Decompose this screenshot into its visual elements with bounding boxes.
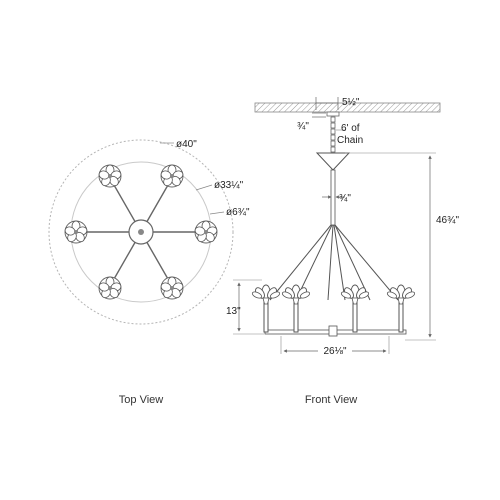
top-flower-6 xyxy=(159,276,185,300)
dim-stem-label: ¾" xyxy=(339,193,351,204)
dim-spread-label: 26⅛" xyxy=(323,346,346,357)
center-hub-inner xyxy=(138,229,144,235)
dim-overall-height-label: 46¾" xyxy=(436,215,459,226)
top-flower-1 xyxy=(97,164,123,188)
leader-arm-circle xyxy=(195,184,213,191)
dim-outer-label: ø40" xyxy=(176,139,197,150)
top-flower-3 xyxy=(63,220,89,244)
stem xyxy=(330,169,336,226)
canopy xyxy=(326,111,340,117)
top-flower-2 xyxy=(159,164,185,188)
top-view: ø40" ø33¼" ø6¾" Top View xyxy=(48,139,250,406)
chain xyxy=(330,116,336,153)
base-hub xyxy=(328,325,338,337)
dim-cup-label: ø6¾" xyxy=(226,207,250,218)
dim-arm-height-label: 13" xyxy=(226,306,241,317)
front-view: 5½" ¾" 6' of Chain ¾" 46¾" 13" 26⅛" Fron… xyxy=(226,97,459,406)
front-view-caption: Front View xyxy=(305,394,357,406)
front-flower-2 xyxy=(280,284,312,305)
ceiling xyxy=(254,102,441,113)
front-flower-4 xyxy=(385,284,417,305)
front-flower-3 xyxy=(339,284,371,305)
dim-canopy-label: 5½" xyxy=(342,97,360,108)
chain-label-line2: Chain xyxy=(337,135,363,146)
hood xyxy=(315,152,351,171)
support-rods xyxy=(269,224,399,301)
front-flower-1 xyxy=(250,284,282,305)
leader-cup xyxy=(209,211,225,215)
top-view-caption: Top View xyxy=(119,394,163,406)
top-flower-4 xyxy=(193,220,219,244)
dim-arm-circle-label: ø33¼" xyxy=(214,179,244,191)
outer-dashed-circle xyxy=(48,139,234,325)
top-flower-5 xyxy=(97,276,123,300)
chain-label-line1: 6' of xyxy=(341,123,360,134)
dim-canopy-depth-label: ¾" xyxy=(297,121,309,132)
